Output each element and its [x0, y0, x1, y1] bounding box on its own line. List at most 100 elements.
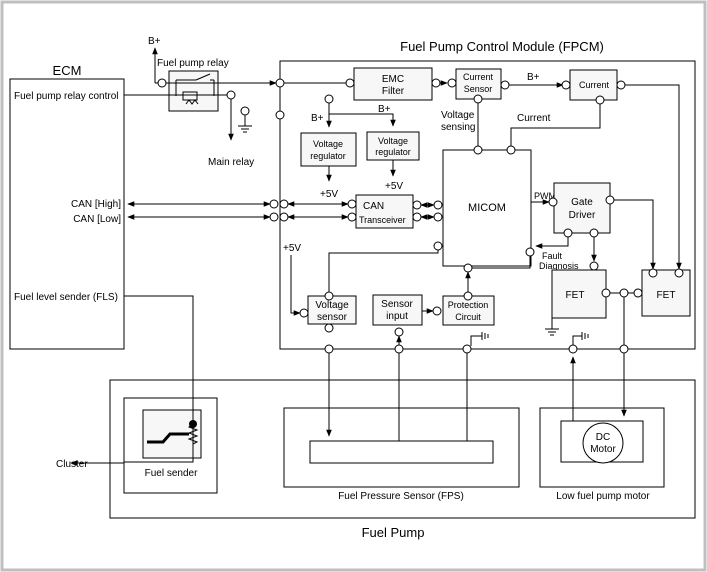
node [433, 241, 443, 251]
node [595, 95, 605, 105]
node [601, 288, 611, 298]
node [619, 288, 629, 298]
sensor-input-box [372, 294, 423, 326]
node [299, 308, 309, 318]
dc-motor-line2: Motor [590, 444, 616, 455]
fet-left-box [551, 269, 607, 319]
micom-box [442, 149, 532, 267]
can-box-label: CAN [363, 201, 384, 212]
relay-box [168, 70, 219, 112]
sensor-input-line1: Sensor [381, 299, 413, 310]
node [506, 145, 516, 155]
b-plus-mid-label: B+ [527, 72, 540, 83]
can-high-label: CAN [High] [71, 199, 121, 210]
node [324, 291, 334, 301]
node [347, 199, 357, 209]
node [394, 344, 404, 354]
node [324, 323, 334, 333]
node [525, 247, 535, 257]
relay-resistor [185, 99, 199, 105]
vsensor-line2: sensor [317, 312, 348, 323]
node [463, 263, 473, 273]
transceiver-label: Transceiver [359, 215, 406, 225]
node [433, 200, 443, 210]
current-sensor-line1: Current [463, 72, 494, 82]
node [269, 199, 279, 209]
protection-line1: Protection [448, 300, 489, 310]
fault-line2: Diagnosis [539, 261, 579, 271]
vr2-b-plus-label: B+ [378, 104, 391, 115]
node [648, 268, 658, 278]
fuel-sender-return-wire [124, 424, 194, 463]
relay-b-plus-label: B+ [148, 36, 161, 47]
fps-caption: Fuel Pressure Sensor (FPS) [338, 491, 464, 502]
vr1-line2: regulator [310, 151, 346, 161]
gate-driver-line1: Gate [571, 197, 593, 208]
sensor-input-line2: input [386, 311, 408, 322]
node [462, 344, 472, 354]
vr1-5v-label: +5V [320, 189, 338, 200]
node [674, 268, 684, 278]
voltage-regulator-1 [300, 132, 357, 167]
motor-caption: Low fuel pump motor [556, 491, 650, 502]
voltage-regulator-2 [366, 131, 420, 161]
node [473, 145, 483, 155]
protection-circuit-box [442, 295, 495, 326]
node [432, 306, 442, 316]
voltage-sensing-line2: sensing [441, 122, 475, 133]
node [279, 199, 289, 209]
vr2-line1: Voltage [378, 136, 408, 146]
node [269, 212, 279, 222]
voltage-sensor-box [307, 295, 357, 325]
node [275, 110, 285, 120]
connector-nodes [157, 78, 684, 428]
node [616, 80, 626, 90]
current-label: Current [517, 113, 551, 124]
node [568, 344, 578, 354]
node [605, 195, 615, 205]
fet-right-label: FET [657, 290, 676, 301]
fuel-pump-title: Fuel Pump [362, 525, 425, 540]
node [275, 78, 285, 88]
gate-driver-box [553, 182, 611, 234]
node [324, 344, 334, 354]
vr2-5v-label: +5V [385, 181, 403, 192]
can-transceiver-box [355, 194, 414, 229]
vr1-b-plus-label: B+ [311, 113, 324, 124]
node [240, 106, 250, 116]
protection-ground-symbol [470, 332, 489, 346]
node [447, 78, 457, 88]
relay-ground-symbol [238, 111, 252, 133]
node [473, 94, 483, 104]
emc-filter-line2: Filter [382, 86, 405, 97]
fps-inner-box [309, 440, 494, 464]
vr2-line2: regulator [375, 147, 411, 157]
node [563, 228, 573, 238]
node [463, 291, 473, 301]
node [345, 78, 355, 88]
vr1-line1: Voltage [313, 139, 343, 149]
cluster-label: Cluster [56, 459, 88, 470]
fault-diagnosis-signal [535, 237, 569, 249]
protection-line2: Circuit [455, 312, 481, 322]
dc-motor-line1: DC [596, 432, 610, 443]
node [589, 261, 599, 271]
vsensor-line1: Voltage [315, 300, 349, 311]
relay-control-label: Fuel pump relay control [14, 91, 119, 102]
can-low-label: CAN [Low] [73, 214, 121, 225]
node [189, 420, 197, 428]
node [347, 212, 357, 222]
node [157, 78, 167, 88]
ecm-box [9, 78, 125, 350]
node [324, 94, 334, 104]
fuel-pump-block: Fuel Pump Fuel sender Cluster Fuel Press… [56, 295, 696, 540]
fet-left-label: FET [566, 290, 585, 301]
emc-filter-line1: EMC [382, 74, 404, 85]
voltage-sensing-line1: Voltage [441, 110, 475, 121]
current-sensor-line2: Sensor [464, 84, 493, 94]
fuel-pump-relay: B+ Fuel pump relay Main relay [124, 36, 277, 168]
current-to-right-fet [621, 84, 682, 270]
vr2-supply [329, 113, 396, 127]
current-feedback-line [510, 104, 601, 146]
node [619, 344, 629, 354]
